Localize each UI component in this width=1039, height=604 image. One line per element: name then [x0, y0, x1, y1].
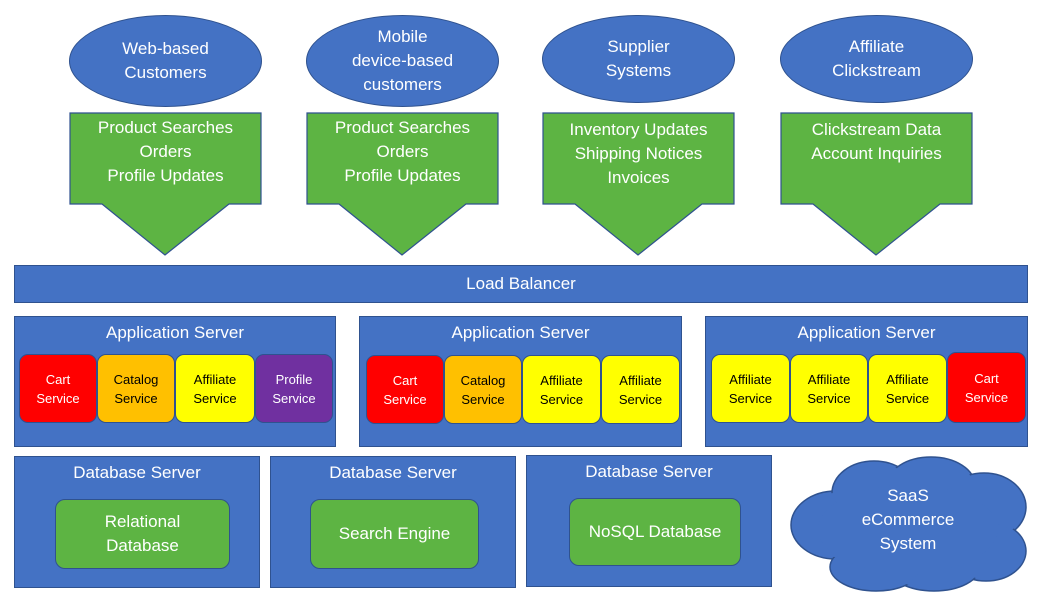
app-server-title: Application Server [451, 323, 590, 342]
down-arrow-icon [306, 112, 499, 256]
db-server-1: Database Server Relational Database [14, 456, 260, 588]
service-box: Affiliate Service [522, 355, 601, 424]
source-label: Mobile device-based customers [351, 27, 454, 94]
service-box: Cart Service [366, 355, 444, 424]
service-box: Cart Service [947, 352, 1026, 423]
app-server-3: Application Server Affiliate Service Aff… [705, 316, 1028, 447]
service-box: Affiliate Service [790, 354, 868, 423]
db-server-2: Database Server Search Engine [270, 456, 516, 588]
flow-label: Clickstream Data Account Inquiries [811, 120, 942, 163]
service-box: Catalog Service [97, 354, 175, 423]
down-arrow-icon [69, 112, 262, 256]
flow-arrow-affiliate: Clickstream Data Account Inquiries [780, 112, 973, 256]
service-box: Cart Service [19, 354, 97, 423]
service-box: Catalog Service [444, 355, 522, 424]
source-label: Supplier Systems [605, 37, 672, 80]
saas-cloud: SaaS eCommerce System [786, 455, 1030, 593]
service-box: Affiliate Service [601, 355, 680, 424]
source-web-customers: Web-based Customers [69, 15, 262, 107]
load-balancer: Load Balancer [14, 265, 1028, 303]
source-mobile-customers: Mobile device-based customers [306, 15, 499, 107]
source-label: Affiliate Clickstream [832, 37, 921, 80]
down-arrow-icon [780, 112, 973, 256]
service-box: Affiliate Service [175, 354, 255, 423]
relational-database: Relational Database [55, 499, 230, 569]
service-box: Affiliate Service [868, 354, 947, 423]
app-server-2: Application Server Cart Service Catalog … [359, 316, 682, 447]
flow-arrow-mobile: Product Searches Orders Profile Updates [306, 112, 499, 256]
service-box: Affiliate Service [711, 354, 790, 423]
load-balancer-label: Load Balancer [466, 274, 576, 293]
flow-arrow-web: Product Searches Orders Profile Updates [69, 112, 262, 256]
service-box: Profile Service [255, 354, 333, 423]
nosql-database: NoSQL Database [569, 498, 741, 566]
app-server-title: Application Server [797, 323, 936, 342]
down-arrow-icon [542, 112, 735, 256]
db-server-title: Database Server [73, 463, 201, 482]
saas-label: SaaS eCommerce System [861, 486, 955, 553]
flow-arrow-supplier: Inventory Updates Shipping Notices Invoi… [542, 112, 735, 256]
flow-label: Inventory Updates Shipping Notices Invoi… [569, 120, 708, 187]
flow-label: Product Searches Orders Profile Updates [97, 118, 234, 185]
source-affiliate-clickstream: Affiliate Clickstream [780, 15, 973, 103]
source-supplier-systems: Supplier Systems [542, 15, 735, 103]
app-server-1: Application Server Cart Service Catalog … [14, 316, 336, 447]
search-engine: Search Engine [310, 499, 479, 569]
db-server-title: Database Server [329, 463, 457, 482]
flow-label: Product Searches Orders Profile Updates [334, 118, 471, 185]
app-server-title: Application Server [106, 323, 244, 342]
cloud-icon [790, 456, 1027, 592]
db-server-3: Database Server NoSQL Database [526, 455, 772, 587]
db-server-title: Database Server [585, 462, 713, 481]
source-label: Web-based Customers [122, 39, 209, 82]
